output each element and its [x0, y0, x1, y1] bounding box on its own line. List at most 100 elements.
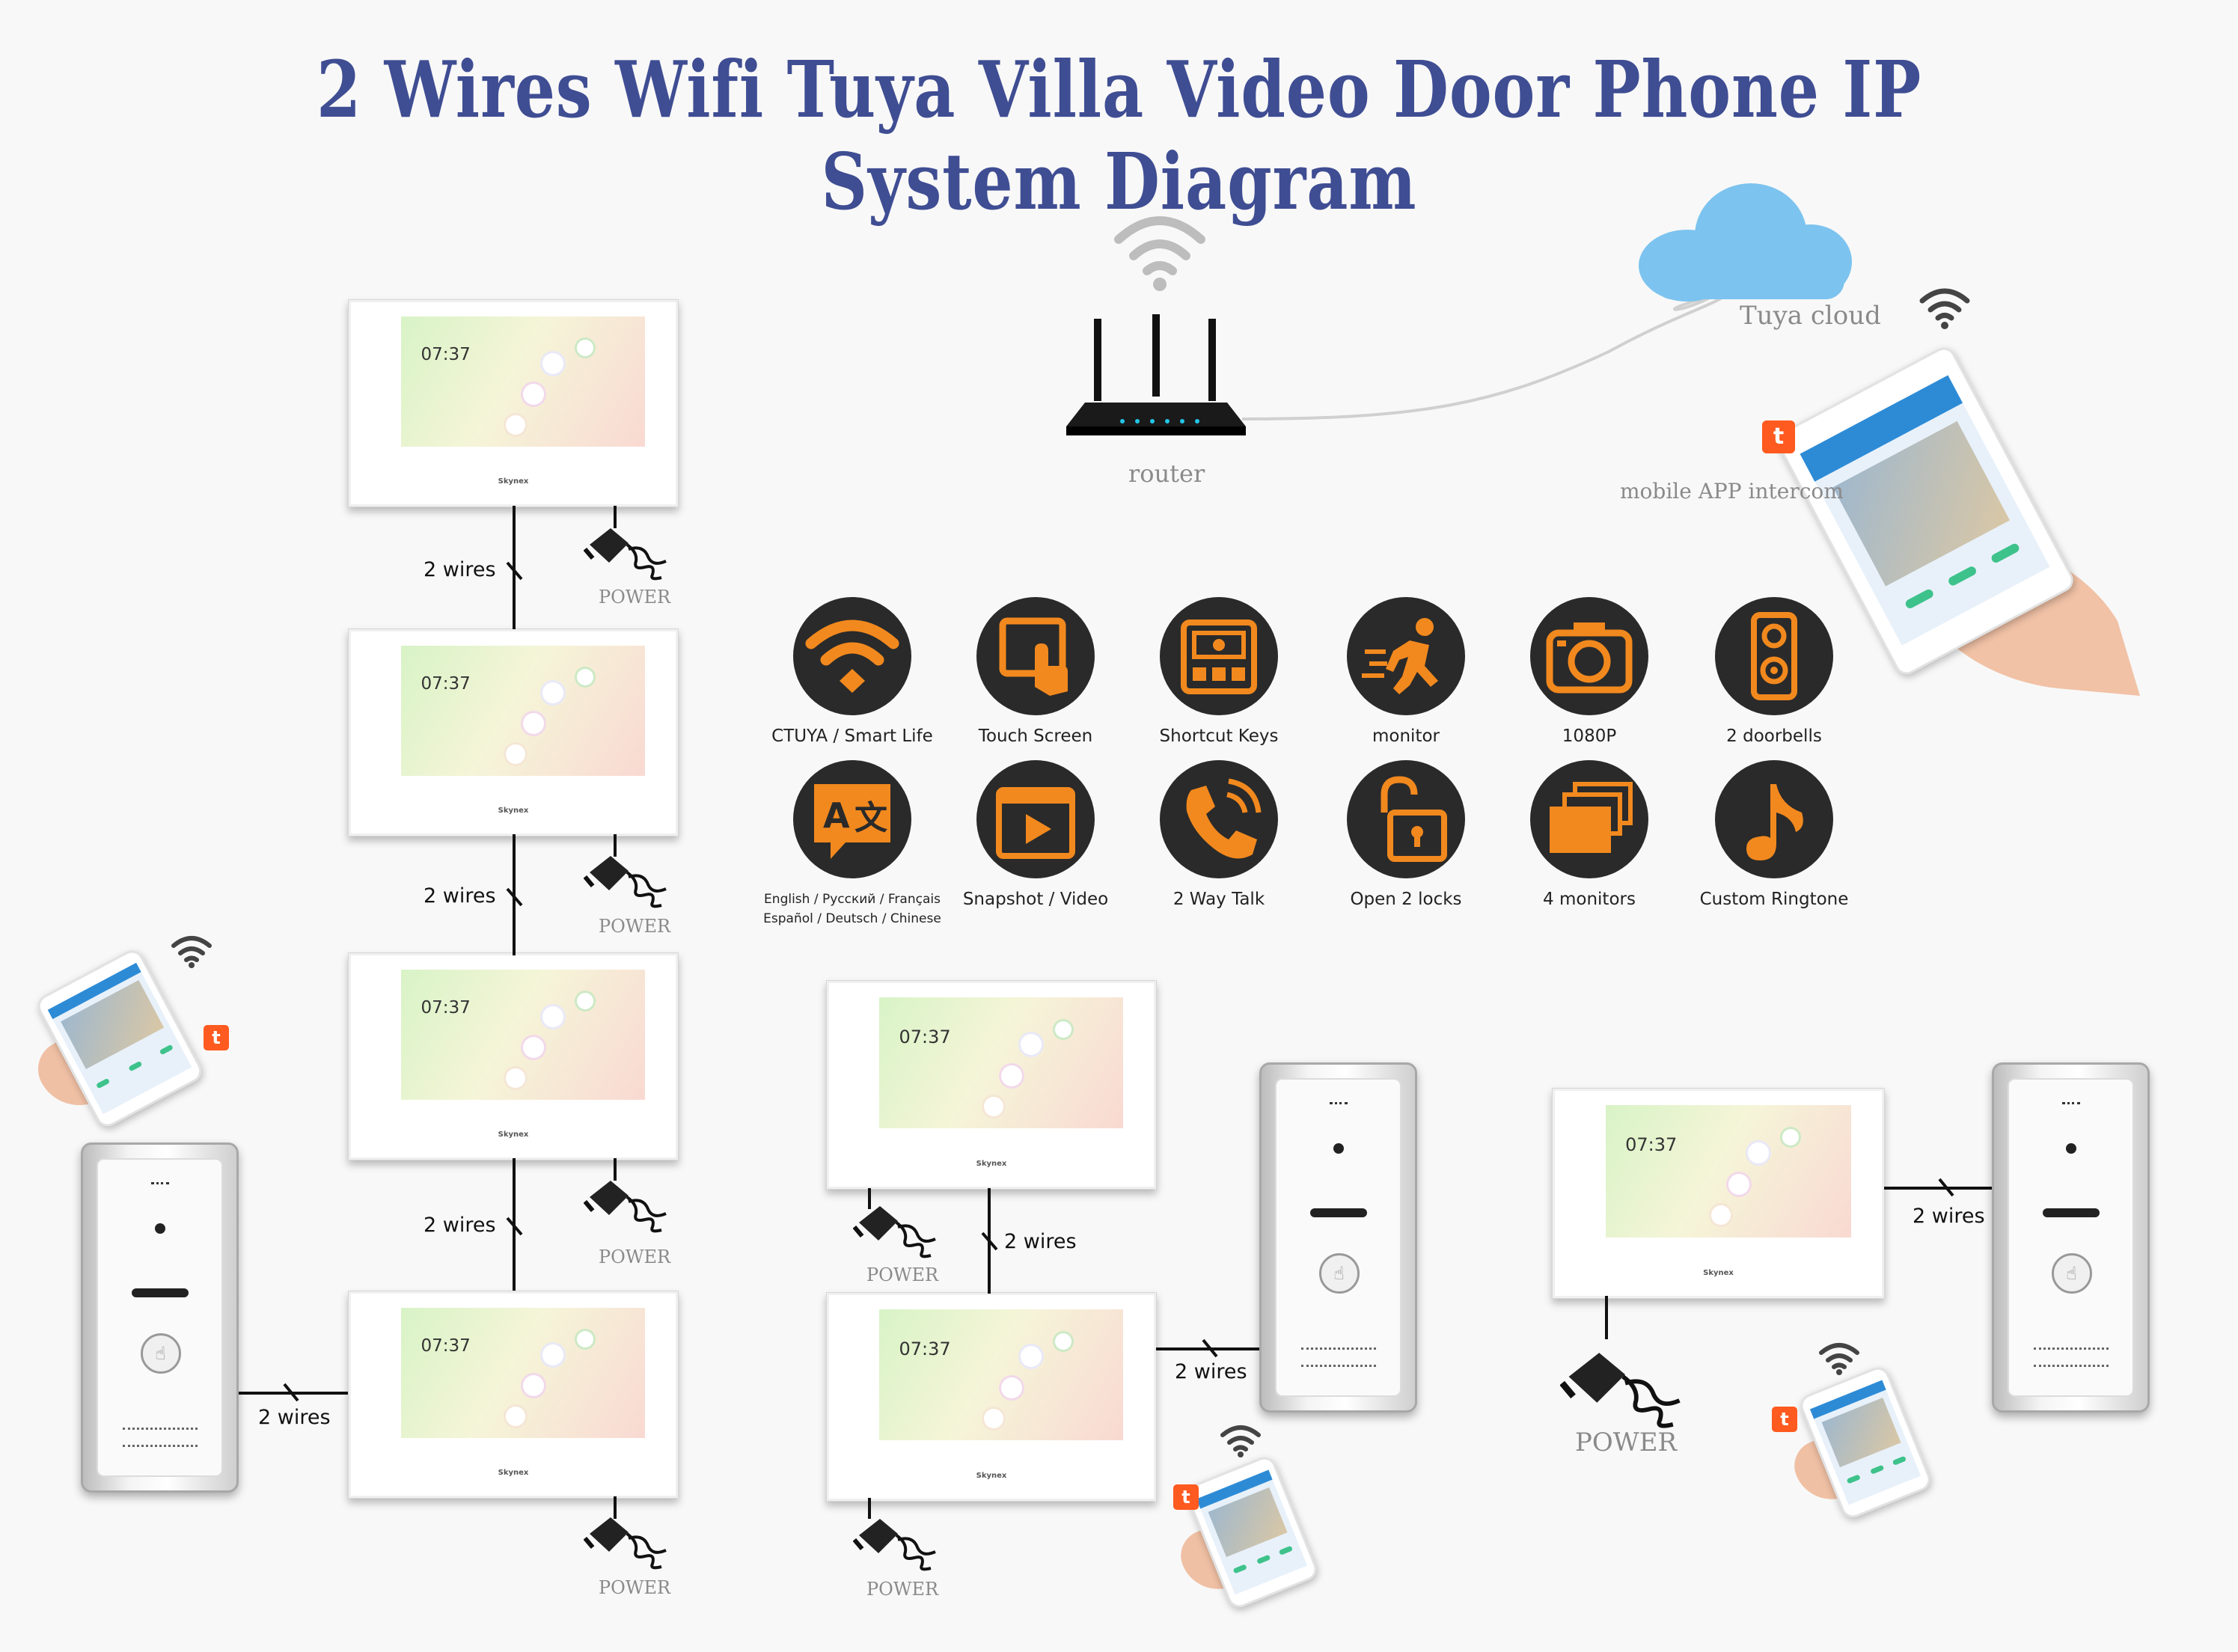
power-label: POWER [599, 587, 671, 608]
menu-icon [1748, 1142, 1769, 1163]
feature-label: Shortcut Keys [1159, 726, 1279, 746]
call-button-hand-icon: ☝ [140, 1333, 181, 1374]
touch-screen-icon [976, 597, 1095, 715]
label-text-block [122, 1428, 198, 1447]
power-adapter-icon [584, 1517, 667, 1570]
menu-icon [542, 682, 564, 703]
call-button-hand-icon: ☝ [1318, 1253, 1360, 1294]
clock-time: 07:37 [421, 1336, 471, 1356]
camera-icon [576, 1331, 593, 1348]
label-text-block [2033, 1347, 2109, 1367]
camera-icon [1054, 1333, 1071, 1350]
indoor-monitor: 07:37 Skynex [826, 1292, 1157, 1502]
monitor-screen: 07:37 [401, 970, 645, 1100]
wire-label: 2 wires [1004, 1230, 1077, 1253]
power-label: POWER [599, 1246, 671, 1267]
feature-label: Custom Ringtone [1699, 890, 1849, 909]
ir-sensor [2042, 1208, 2100, 1217]
wifi-signal-icon [1819, 1343, 1859, 1375]
call-button-hand-icon: ☝ [2051, 1253, 2092, 1294]
monitor-brand: Skynex [498, 1131, 529, 1139]
camera-icon [576, 993, 593, 1010]
video-icon [1001, 1065, 1023, 1087]
monitor-brand: Skynex [498, 477, 529, 486]
power-adapter-icon [584, 856, 667, 908]
video-icon [523, 1375, 545, 1397]
lock-icon [984, 1409, 1004, 1429]
feature-label: 4 monitors [1543, 890, 1636, 909]
feature-label: 2 Way Talk [1172, 890, 1265, 909]
lock-icon [506, 415, 526, 435]
ir-sensor [131, 1288, 189, 1297]
tuya-logo-icon: t [1173, 1484, 1199, 1510]
camera-icon [576, 669, 593, 686]
music-note-icon [1715, 760, 1833, 878]
wifi-signal-icon [171, 936, 212, 968]
power-label: POWER [866, 1579, 939, 1600]
power-cable [614, 1158, 617, 1181]
cloud-label: Tuya cloud [1740, 301, 1881, 331]
wire-label: 2 wires [1175, 1360, 1247, 1383]
router-icon [1066, 314, 1246, 435]
feature-label: monitor [1372, 726, 1440, 746]
monitor-screen: 07:37 [401, 1308, 645, 1438]
clock-time: 07:37 [899, 1026, 951, 1047]
lock-icon [506, 744, 526, 765]
video-icon [523, 384, 545, 406]
indoor-monitor: 07:37 Skynex [348, 299, 679, 507]
monitor-brand: Skynex [976, 1472, 1007, 1481]
feature-label: 1080P [1562, 726, 1617, 746]
tuya-logo-icon: t [204, 1025, 229, 1050]
tuya-logo-icon: t [1762, 420, 1795, 453]
lock-icon [984, 1097, 1004, 1117]
wire-label: 2 wires [424, 558, 496, 581]
monitor-brand: Skynex [498, 807, 529, 816]
wire-line [513, 506, 516, 629]
wifi-icon [793, 597, 911, 715]
ir-sensor [1309, 1208, 1367, 1217]
label-text-block [1300, 1347, 1376, 1367]
video-icon [976, 760, 1095, 878]
power-label: POWER [1575, 1428, 1678, 1457]
video-icon [523, 1037, 545, 1059]
wire-label: 2 wires [258, 1406, 331, 1429]
indoor-monitor: 07:37 Skynex [348, 628, 679, 836]
power-label: POWER [599, 916, 671, 937]
power-cable [1605, 1296, 1608, 1339]
camera-icon [1782, 1129, 1799, 1146]
camera-lens-icon [2065, 1143, 2076, 1154]
app-label: mobile APP intercom [1620, 479, 1844, 504]
monitor-brand: Skynex [976, 1160, 1007, 1169]
phone-call-icon [1160, 760, 1278, 878]
wire-line [1884, 1187, 1996, 1190]
door-station: ☝ [81, 1142, 239, 1493]
camera-lens-icon [154, 1223, 165, 1234]
video-icon [523, 713, 545, 735]
power-adapter-icon [584, 528, 667, 581]
power-cable [868, 1188, 871, 1209]
clock-time: 07:37 [421, 345, 471, 365]
monitor-screen: 07:37 [1605, 1105, 1851, 1238]
feature-label: Open 2 locks [1350, 890, 1462, 909]
speaker-grille [2061, 1102, 2080, 1107]
indoor-monitor: 07:37 Skynex [348, 952, 679, 1160]
door-station: ☝ [1259, 1062, 1417, 1413]
svg-text:文: 文 [854, 799, 887, 837]
power-adapter-icon [584, 1181, 667, 1233]
unlock-icon [1347, 760, 1465, 878]
power-cable [614, 834, 617, 857]
camera-icon [1530, 597, 1648, 715]
clock-time: 07:37 [421, 998, 471, 1018]
power-adapter-icon [1560, 1353, 1681, 1428]
feature-label-line: English / Русский / Français [764, 892, 941, 907]
page-title: 2 Wires Wifi Tuya Villa Video Door Phone… [316, 43, 1922, 227]
multi-monitor-icon [1530, 760, 1648, 878]
feature-label-line: Español / Deutsch / Chinese [763, 911, 941, 926]
feature-label: Touch Screen [978, 726, 1093, 746]
monitor-brand: Skynex [498, 1469, 529, 1478]
monitor-screen: 07:37 [401, 646, 645, 776]
video-icon [1001, 1377, 1023, 1399]
menu-icon [1021, 1346, 1042, 1368]
